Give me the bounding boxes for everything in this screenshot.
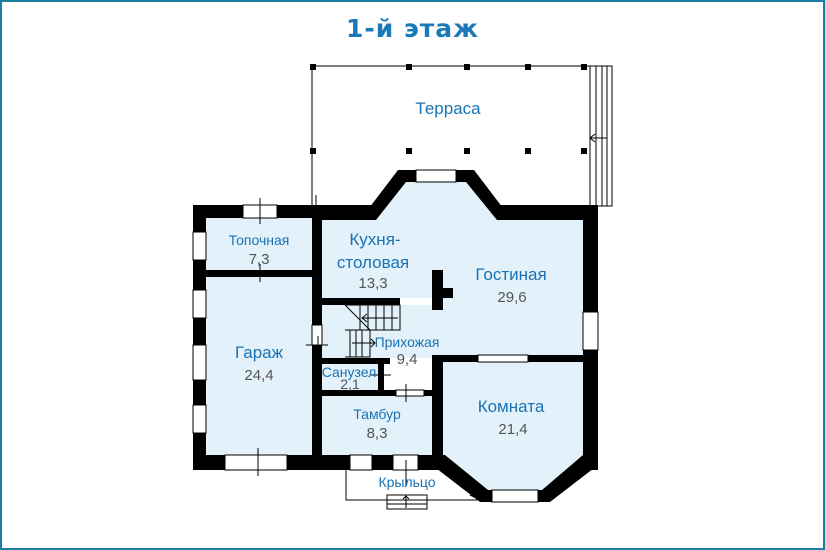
hall-area: 9,4: [397, 351, 418, 368]
kitchen-area: 13,3: [358, 275, 387, 292]
room-fills: [206, 182, 583, 490]
hall-label: Прихожая: [375, 334, 440, 350]
living-room-label: Гостиная: [475, 265, 546, 284]
bathroom-label: Санузел: [322, 364, 377, 380]
porch-label: Крыльцо: [378, 474, 435, 490]
vestibule-area: 8,3: [367, 425, 388, 442]
garage-label: Гараж: [235, 343, 284, 362]
room-area: 21,4: [498, 421, 527, 438]
bathroom-area: 2,1: [340, 376, 360, 392]
interior-stairs: [344, 304, 401, 358]
boiler-room-label: Топочная: [229, 232, 290, 248]
porch: [345, 470, 481, 510]
boiler-room-area: 7,3: [249, 251, 270, 268]
living-room-area: 29,6: [497, 289, 526, 306]
floor-title: 1-й этаж: [345, 14, 480, 43]
windows: [192, 169, 599, 503]
vestibule-label: Тамбур: [353, 406, 401, 422]
room-label: Комната: [478, 397, 545, 416]
kitchen-label-2: столовая: [337, 253, 409, 272]
garage-area: 24,4: [244, 367, 273, 384]
terrace-label: Терраса: [415, 99, 481, 118]
kitchen-label-1: Кухня-: [349, 230, 400, 249]
terrace-stairs: [589, 66, 608, 206]
door-marks: [246, 195, 516, 486]
